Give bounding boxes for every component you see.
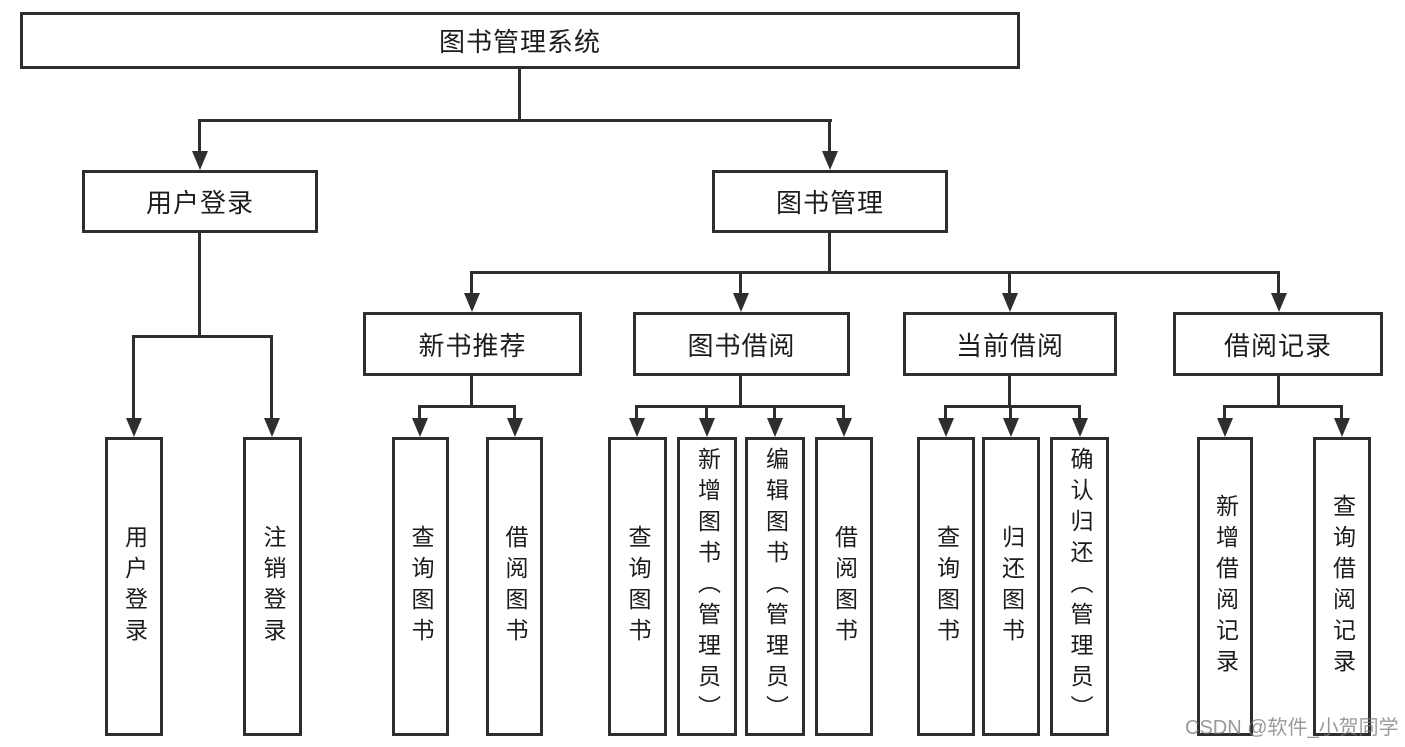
node-label: 借阅图书	[502, 524, 528, 649]
node-label: 查询借阅记录	[1329, 493, 1356, 680]
arrow-down-icon	[767, 418, 783, 437]
leaf-edit-books-admin: 编辑图书（管理员）	[745, 437, 805, 736]
connector-line	[518, 68, 521, 120]
connector-line	[198, 233, 201, 338]
leaf-logout: 注销登录	[243, 437, 302, 736]
node-label: 用户登录	[145, 188, 254, 218]
leaf-query-books-borrow: 查询图书	[608, 437, 667, 736]
connector-line	[773, 405, 776, 421]
node-label: 用户登录	[121, 524, 148, 649]
connector-line	[1008, 271, 1011, 296]
node-book-management: 图书管理	[712, 170, 948, 233]
node-label: 查询图书	[408, 524, 434, 649]
arrow-down-icon	[938, 418, 954, 437]
node-label: 借阅图书	[831, 524, 858, 649]
arrow-down-icon	[1271, 293, 1287, 312]
arrow-down-icon	[699, 418, 715, 437]
leaf-query-books-recommend: 查询图书	[392, 437, 449, 736]
leaf-query-borrow-record: 查询借阅记录	[1313, 437, 1371, 736]
connector-line	[705, 405, 708, 421]
node-label: 查询图书	[625, 524, 651, 649]
node-label: 借阅记录	[1223, 330, 1332, 361]
connector-line	[828, 119, 831, 154]
leaf-borrow-books: 借阅图书	[815, 437, 873, 736]
arrow-down-icon	[126, 418, 142, 437]
connector-line	[944, 405, 1081, 408]
node-label: 注销登录	[260, 524, 286, 649]
csdn-watermark: CSDN @软件_小贺同学	[1185, 717, 1399, 739]
connector-line	[739, 271, 742, 296]
leaf-borrow-books-recommend: 借阅图书	[486, 437, 543, 736]
connector-line	[1223, 405, 1226, 421]
node-label: 新增图书（管理员）	[694, 447, 721, 726]
arrow-down-icon	[629, 418, 645, 437]
connector-line	[470, 271, 473, 296]
connector-line	[1223, 405, 1343, 408]
connector-line	[418, 405, 516, 408]
leaf-confirm-return-admin: 确认归还（管理员）	[1050, 437, 1109, 736]
arrow-down-icon	[507, 418, 523, 437]
connector-line	[1008, 376, 1011, 408]
node-label: 新书推荐	[418, 330, 527, 361]
node-label: 图书管理	[775, 188, 884, 218]
node-label: 图书借阅	[687, 330, 796, 361]
connector-line	[635, 405, 638, 421]
arrow-down-icon	[1072, 418, 1088, 437]
leaf-add-books-admin: 新增图书（管理员）	[677, 437, 737, 736]
connector-line	[1009, 405, 1012, 421]
arrow-down-icon	[1003, 418, 1019, 437]
node-user-login: 用户登录	[82, 170, 318, 233]
connector-line	[418, 405, 421, 421]
arrow-down-icon	[822, 151, 838, 170]
node-library-management-system: 图书管理系统	[20, 12, 1020, 69]
connector-line	[944, 405, 947, 421]
arrow-down-icon	[836, 418, 852, 437]
node-current-borrow: 当前借阅	[903, 312, 1117, 376]
node-label: 图书管理系统	[438, 27, 601, 57]
connector-line	[1340, 405, 1343, 421]
node-borrow-records: 借阅记录	[1173, 312, 1383, 376]
node-label: 查询图书	[933, 524, 960, 649]
leaf-query-books-current: 查询图书	[917, 437, 975, 736]
connector-line	[635, 405, 845, 408]
node-label: 新增借阅记录	[1212, 493, 1239, 680]
connector-line	[842, 405, 845, 421]
connector-line	[198, 119, 201, 154]
connector-line	[270, 335, 273, 421]
connector-line	[198, 119, 832, 122]
connector-line	[828, 233, 831, 274]
node-new-book-recommend: 新书推荐	[363, 312, 582, 376]
connector-line	[1277, 271, 1280, 296]
arrow-down-icon	[733, 293, 749, 312]
connector-line	[1078, 405, 1081, 421]
connector-line	[470, 376, 473, 408]
node-label: 当前借阅	[955, 330, 1064, 361]
node-label: 归还图书	[998, 524, 1025, 649]
arrow-down-icon	[264, 418, 280, 437]
connector-line	[513, 405, 516, 421]
connector-line	[132, 335, 135, 421]
node-label: 确认归还（管理员）	[1067, 447, 1093, 726]
leaf-return-books: 归还图书	[982, 437, 1040, 736]
leaf-add-borrow-record: 新增借阅记录	[1197, 437, 1253, 736]
connector-line	[739, 376, 742, 408]
node-book-borrow: 图书借阅	[633, 312, 850, 376]
arrow-down-icon	[464, 293, 480, 312]
arrow-down-icon	[192, 151, 208, 170]
connector-line	[1277, 376, 1280, 408]
leaf-user-login: 用户登录	[105, 437, 163, 736]
connector-line	[132, 335, 273, 338]
arrow-down-icon	[1217, 418, 1233, 437]
arrow-down-icon	[1002, 293, 1018, 312]
connector-line	[470, 271, 1280, 274]
arrow-down-icon	[1334, 418, 1350, 437]
node-label: 编辑图书（管理员）	[762, 447, 789, 726]
arrow-down-icon	[412, 418, 428, 437]
